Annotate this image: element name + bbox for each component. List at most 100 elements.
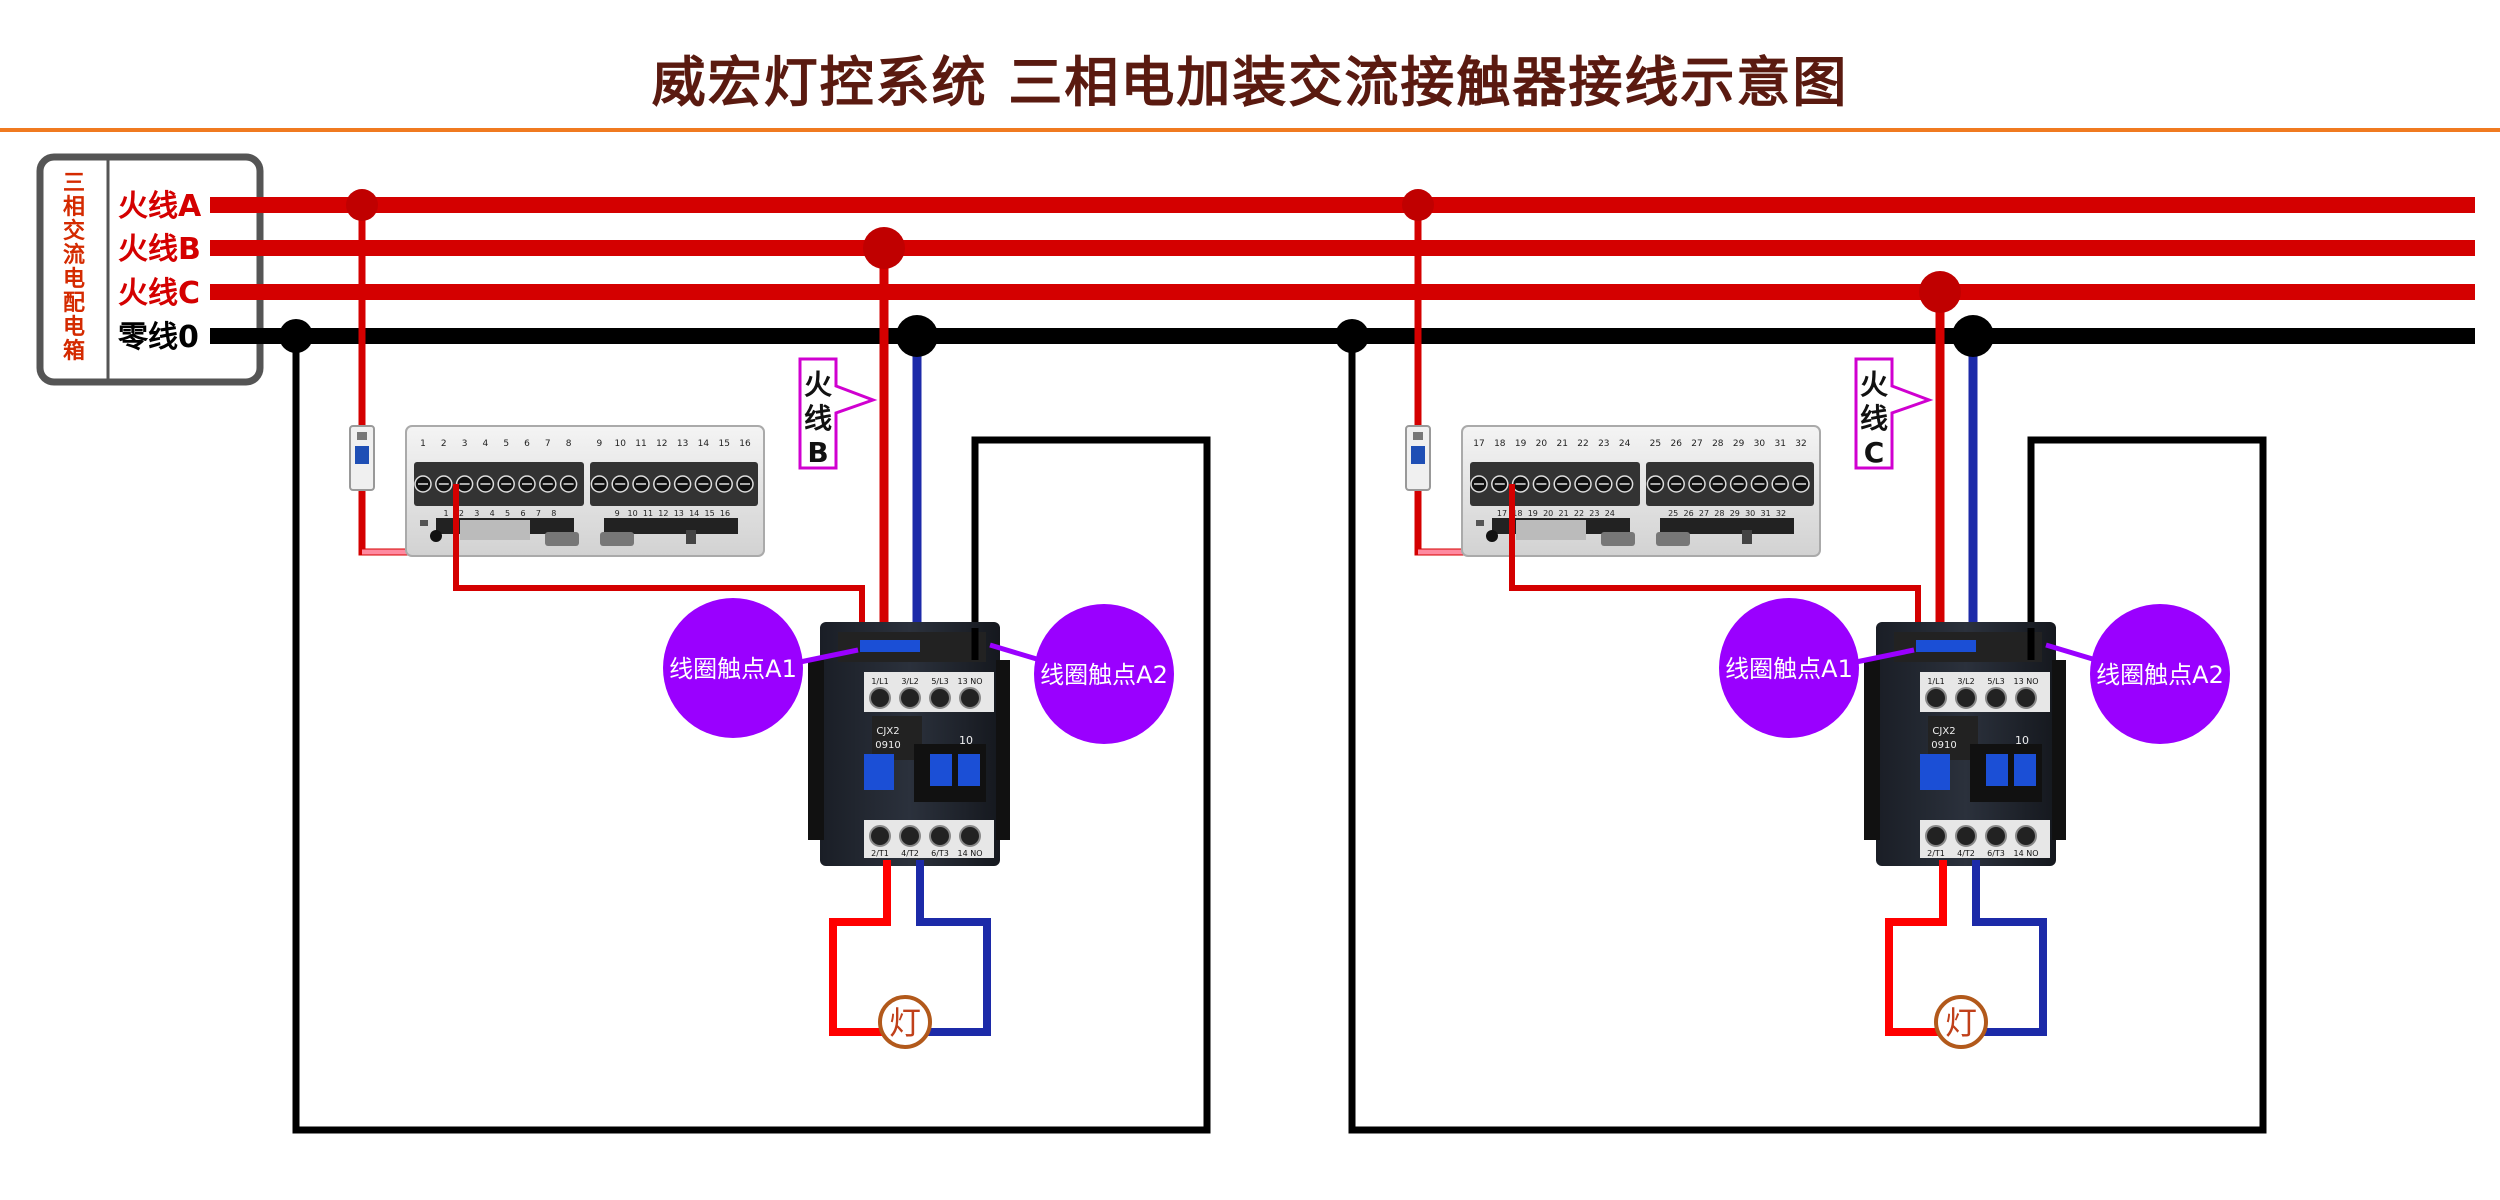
neutral-loop-wire	[1348, 336, 2267, 1134]
contactor-code: 10	[959, 734, 973, 747]
svg-text:线圈触点A1: 线圈触点A1	[1725, 655, 1853, 683]
module-top-number: 30	[1754, 439, 1766, 449]
module-bottom-number: 7	[536, 509, 541, 518]
contactor-screw	[899, 825, 921, 847]
svg-text:灯: 灯	[889, 1004, 921, 1042]
module-top-number: 29	[1733, 439, 1745, 449]
module-top-number: 3	[462, 439, 468, 449]
contactor-model: 0910	[1931, 740, 1956, 751]
module-bottom-number: 14	[689, 509, 699, 518]
module-bottom-number: 3	[474, 509, 479, 518]
junction-dot	[863, 227, 905, 269]
module-top-number: 27	[1691, 439, 1702, 449]
module-top-number: 9	[597, 439, 603, 449]
junction-dot	[1335, 319, 1369, 353]
module-bottom-number: 28	[1714, 509, 1724, 518]
module-bottom-number: 13	[674, 509, 684, 518]
page-title: 威宏灯控系统 三相电加装交流接触器接线示意图	[651, 51, 1849, 114]
contactor-screw	[1925, 825, 1947, 847]
module-top-number: 12	[656, 439, 667, 449]
junction-dot	[1402, 189, 1434, 221]
module-bottom-number: 15	[705, 509, 715, 518]
contactor-top-terminal: 13 NO	[957, 677, 982, 686]
module-bottom-number: 24	[1605, 509, 1615, 518]
neutral-loop-wire	[292, 336, 1211, 1134]
hot-line-callout-char: 火	[804, 368, 832, 401]
circuit-breaker	[1405, 425, 1431, 491]
module-top-number: 15	[718, 439, 729, 449]
module-bottom-number: 31	[1761, 509, 1771, 518]
module-bottom-number: 25	[1668, 509, 1678, 518]
module-top-number: 14	[698, 439, 710, 449]
supply-line-label: 零线0	[118, 320, 199, 355]
module-bottom-number: 1	[443, 509, 448, 518]
contactor-top-terminal: 3/L2	[1957, 677, 1974, 686]
coil-a2-label: 线圈触点A2	[2045, 604, 2230, 744]
contactor-screw	[2015, 687, 2037, 709]
junction-dot	[1919, 271, 1961, 313]
module-top-number: 13	[677, 439, 688, 449]
contactor-bottom-terminal: 4/T2	[901, 849, 919, 858]
contactor-bottom-terminal: 6/T3	[1987, 849, 2005, 858]
contactor-screw	[1985, 687, 2007, 709]
contactor-bottom-terminal: 4/T2	[1957, 849, 1975, 858]
module-top-number: 8	[566, 439, 572, 449]
module-bottom-number: 16	[720, 509, 730, 518]
contactor-screw	[2015, 825, 2037, 847]
module-bottom-number: 21	[1559, 509, 1569, 518]
contactor-bottom-terminal: 14 NO	[957, 849, 982, 858]
module-top-number: 10	[614, 439, 626, 449]
coil-a1-label: 线圈触点A1	[1719, 598, 1915, 738]
junction-dot	[279, 319, 313, 353]
vertical-label-char: 配	[63, 291, 85, 316]
svg-text:线圈触点A2: 线圈触点A2	[2096, 661, 2224, 689]
module-bottom-number: 32	[1776, 509, 1786, 518]
hot-line-callout-char: 线	[1860, 402, 1888, 435]
contactor-screw	[869, 687, 891, 709]
hot-line-callout-char: B	[807, 436, 828, 469]
module-bottom-number: 22	[1574, 509, 1584, 518]
module-bottom-number: 26	[1684, 509, 1694, 518]
supply-line-label: 火线C	[118, 276, 200, 311]
supply-bus	[210, 197, 2475, 344]
lamp-icon: 灯	[878, 995, 932, 1049]
contactor-screw	[899, 687, 921, 709]
contactor-screw	[929, 825, 951, 847]
contactor-model: CJX2	[876, 726, 899, 737]
module-bottom-number: 17	[1497, 509, 1507, 518]
module-top-number: 26	[1670, 439, 1682, 449]
vertical-label-char: 三	[63, 171, 85, 196]
module-top-number: 19	[1515, 439, 1527, 449]
junction-dot	[896, 315, 938, 357]
contactor-screw	[1955, 825, 1977, 847]
svg-text:线圈触点A1: 线圈触点A1	[669, 655, 797, 683]
module-bottom-number: 29	[1730, 509, 1740, 518]
hot-line-callout-char: C	[1864, 436, 1885, 469]
module-top-number: 25	[1650, 439, 1661, 449]
contactor-top-terminal: 13 NO	[2013, 677, 2038, 686]
contactor-bottom-terminal: 6/T3	[931, 849, 949, 858]
module-bottom-number: 8	[551, 509, 556, 518]
module-top-number: 21	[1556, 439, 1567, 449]
module-bottom-number: 12	[658, 509, 668, 518]
vertical-label-char: 箱	[63, 338, 85, 364]
contactor-screw	[1955, 687, 1977, 709]
module-bottom-number: 27	[1699, 509, 1709, 518]
module-top-number: 28	[1712, 439, 1724, 449]
module-top-number: 18	[1494, 439, 1506, 449]
contactor-code: 10	[2015, 734, 2029, 747]
lamp-neutral-wire	[1972, 860, 2047, 1036]
supply-line-label: 火线B	[118, 232, 201, 267]
hot-line-callout: 火线C	[1854, 357, 1934, 470]
module-bottom-number: 4	[490, 509, 495, 518]
module-top-number: 22	[1577, 439, 1588, 449]
contactor-top-terminal: 5/L3	[931, 677, 948, 686]
module-bottom-number: 11	[643, 509, 653, 518]
coil-a1-label: 线圈触点A1	[663, 598, 859, 738]
module-top-number: 16	[739, 439, 751, 449]
module-top-number: 24	[1619, 439, 1631, 449]
module-bottom-number: 5	[505, 509, 510, 518]
